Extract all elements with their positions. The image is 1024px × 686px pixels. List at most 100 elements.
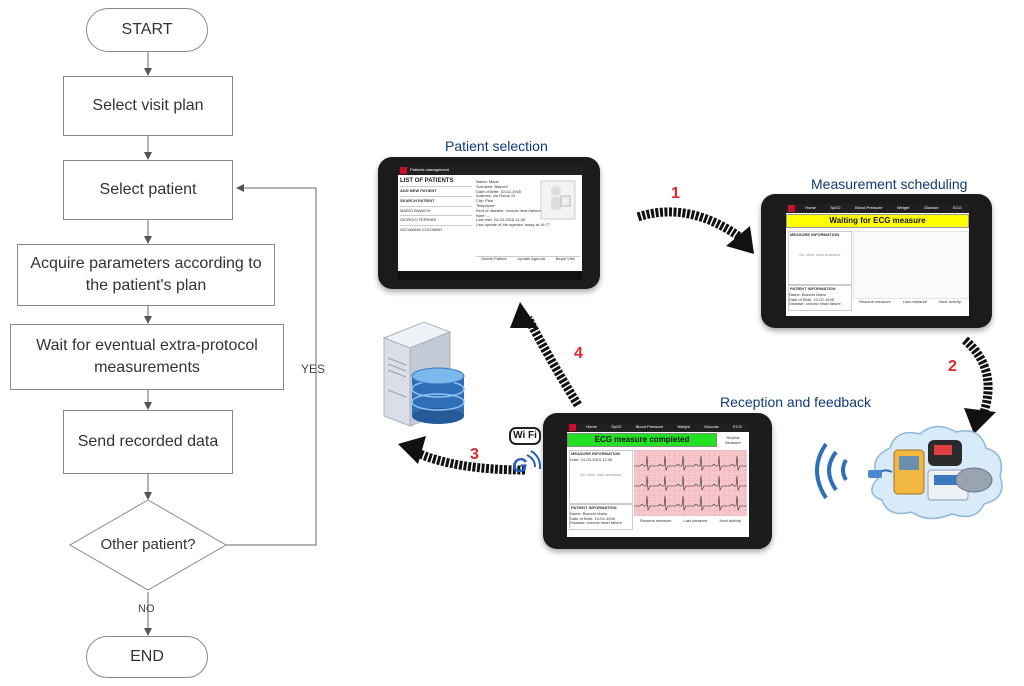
measure-info-panel: MEASURE INFORMATION Date: 24-03-2015 11:… (569, 450, 633, 504)
menu-weight[interactable]: Weight (896, 205, 910, 211)
patient-line: Name: Bianchi Mario (570, 510, 608, 516)
patient-info-panel: PATIENT INFORMATION Name: Bianchi Mario … (788, 285, 852, 311)
tablet-reception-feedback: Home SpO2 Blood Pressure Weight Glucose … (543, 413, 772, 549)
next-activity-button[interactable]: Next activity (939, 299, 961, 304)
app-bar: Patients management (398, 166, 582, 175)
menu-home[interactable]: Home (586, 424, 597, 430)
chart-area (853, 231, 969, 299)
detail-line: Last update of the agenda: today at 16:7… (476, 222, 551, 228)
step-select-patient: Select patient (63, 160, 233, 220)
reception-feedback-label: Reception and feedback (720, 394, 871, 410)
step-number-3: 3 (470, 446, 479, 463)
wifi-badge-icon: Wi Fi (509, 427, 541, 445)
step-select-visit-plan: Select visit plan (63, 76, 233, 136)
menu-ecg[interactable]: ECG (733, 424, 742, 430)
patient-line: Disease: chronic heart failure (789, 301, 841, 307)
search-patient-button[interactable]: SEARCH PATIENT (400, 195, 472, 204)
last-measure-button[interactable]: Last measure (902, 299, 928, 304)
detail-line: City: Pisa (476, 198, 493, 204)
app-title: Patients management (410, 167, 449, 172)
measure-info-header: MEASURE INFORMATION (790, 232, 840, 237)
detail-line: Last visit: 24-03-2015 11:36 (476, 217, 526, 223)
yes-label: YES (301, 362, 326, 376)
repeat-measure-button[interactable]: Repeat Measure (725, 435, 741, 445)
tablet-screen: Patients management LIST OF PATIENTS ADD… (398, 166, 582, 280)
menu-bar: Home SpO2 Blood Pressure Weight Glucose … (786, 204, 969, 213)
patient-list-item[interactable]: GIORGIO FERRARI (400, 215, 472, 223)
delete-patient-button[interactable]: Delete Patient (481, 256, 507, 261)
patient-info-header: PATIENT INFORMATION (571, 505, 617, 510)
menu-blood-pressure[interactable]: Blood Pressure (635, 424, 664, 430)
patient-list-item[interactable]: MARIO BIANCHI (400, 205, 472, 214)
step-label: Send recorded data (77, 433, 219, 451)
menu-spo2[interactable]: SpO2 (611, 424, 622, 430)
menu-glucose[interactable]: Glucose (923, 205, 939, 211)
step-number-4: 4 (574, 345, 583, 362)
no-label: NO (138, 603, 155, 615)
next-activity-button[interactable]: Next activity (719, 518, 742, 523)
ecg-trace (634, 450, 747, 516)
step-number-1: 1 (671, 185, 680, 202)
detail-line: Name: Mario (476, 179, 499, 184)
signal-icon (526, 450, 542, 470)
tablet-measurement-scheduling: Home SpO2 Blood Pressure Weight Glucose … (761, 194, 992, 328)
footer-actions: Resume measure Last measure Next activit… (853, 299, 967, 305)
decision-label: Other patient? (100, 536, 196, 553)
menu-glucose[interactable]: Glucose (704, 424, 719, 430)
resume-measure-button[interactable]: Resume measure (639, 518, 672, 523)
step-label: Wait for eventual extra-protocol measure… (36, 337, 258, 376)
flowchart-connectors (68, 52, 317, 636)
menu-home[interactable]: Home (805, 205, 816, 211)
status-banner: Waiting for ECG measure (786, 214, 969, 228)
footer-actions: Resume measure Last measure Next activit… (634, 518, 747, 524)
patient-line: Name: Bianchi Mario (789, 291, 827, 297)
step-wait-extra: Wait for eventual extra-protocol measure… (10, 324, 284, 390)
detail-line: Kind of disease: chronic heart failure (476, 207, 541, 213)
action-buttons: Delete Patient Update Agenda Begin Visit (476, 256, 580, 271)
patient-info-header: PATIENT INFORMATION (790, 286, 836, 291)
step-acquire-parameters: Acquire parameters according to the pati… (17, 244, 275, 306)
wifi-text: Wi Fi (513, 430, 537, 441)
detail-line: Address: via Roma 10 (476, 193, 516, 199)
detail-line: Surname: Bianchi (476, 183, 508, 189)
step-label: Select visit plan (92, 97, 204, 115)
cycle-arrows (398, 207, 996, 475)
tablet-screen: Home SpO2 Blood Pressure Weight Glucose … (567, 423, 749, 537)
step-send-data: Send recorded data (63, 410, 233, 474)
patient-list-panel: LIST OF PATIENTS ADD NEW PATIENT SEARCH … (400, 178, 472, 266)
add-patient-button[interactable]: ADD NEW PATIENT (400, 186, 472, 194)
server-database-icon (382, 321, 465, 427)
start-label: START (121, 21, 173, 38)
menu-weight[interactable]: Weight (677, 424, 690, 430)
android-nav-bar (398, 271, 582, 280)
step-number-2: 2 (948, 358, 957, 375)
step-label: Select patient (99, 181, 197, 199)
measure-date: Date: 24-03-2015 11:36 (570, 456, 612, 462)
status-banner: ECG measure completed (567, 433, 717, 447)
no-data-text: No other data available (580, 471, 622, 477)
g-network-badge: G (512, 455, 528, 477)
step-label: Acquire parameters according to the pati… (30, 255, 262, 294)
detail-line: Telephone: (476, 202, 496, 208)
list-header: LIST OF PATIENTS (400, 178, 454, 184)
patient-selection-label: Patient selection (445, 138, 548, 154)
patient-list-item[interactable]: GIOVANNA COLOMBO (400, 225, 472, 233)
decision-diamond (68, 499, 228, 591)
patient-line: Date of Birth: 10-02-1945 (789, 296, 834, 302)
update-agenda-button[interactable]: Update Agenda (517, 256, 545, 261)
end-label: END (130, 648, 164, 665)
measure-info-header: MEASURE INFORMATION (571, 451, 621, 456)
menu-ecg[interactable]: ECG (953, 205, 962, 211)
patient-line: Disease: chronic heart failure (570, 520, 622, 526)
last-measure-button[interactable]: Last measure (683, 518, 708, 523)
tablet-patient-selection: Patients management LIST OF PATIENTS ADD… (378, 157, 600, 289)
menu-blood-pressure[interactable]: Blood Pressure (855, 205, 883, 211)
menu-spo2[interactable]: SpO2 (830, 205, 841, 211)
resume-measure-button[interactable]: Resume measure (859, 299, 891, 304)
begin-visit-button[interactable]: Begin Visit (555, 256, 575, 261)
detail-line: Note: -- (476, 212, 490, 218)
patient-line: Date of Birth: 10-02-1945 (570, 515, 615, 521)
start-terminal: START (86, 8, 208, 52)
patient-info-panel: PATIENT INFORMATION Name: Bianchi Mario … (569, 504, 633, 530)
medical-devices-cloud (815, 425, 1003, 520)
